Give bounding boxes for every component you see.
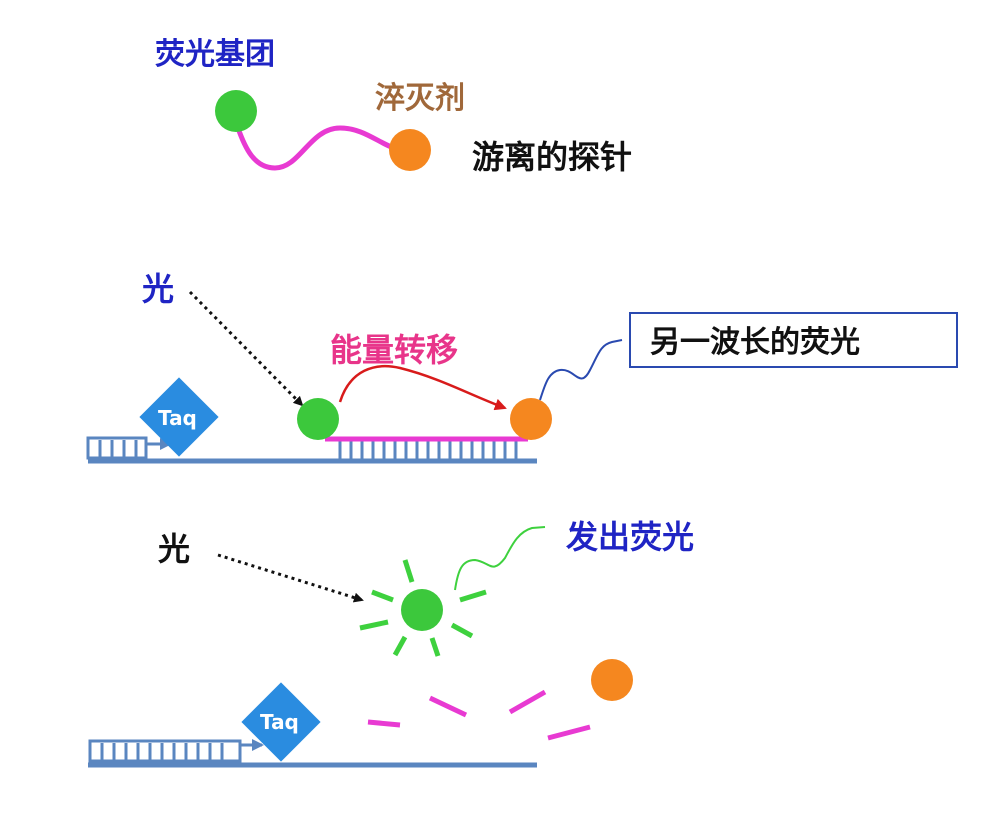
free-quencher-dot xyxy=(389,129,431,171)
taq-polymerase-1: Taq xyxy=(139,377,219,457)
label-quencher: 淬灭剂 xyxy=(375,81,465,116)
bound-fluorophore-dot xyxy=(297,398,339,440)
probe-hybridization-ticks xyxy=(338,441,518,461)
label-energy-transfer: 能量转移 xyxy=(330,331,458,369)
taq-polymerase-2: Taq xyxy=(241,682,321,762)
label-fluorophore: 荧光基团 xyxy=(155,37,275,72)
primer-1 xyxy=(86,436,148,460)
bound-probe-panel: 光 能量转移 另一波长的荧光 Taq xyxy=(86,270,958,464)
label-emit-fluorescence: 发出荧光 xyxy=(566,518,694,556)
other-wavelength-box xyxy=(629,312,958,368)
primer-2 xyxy=(88,739,242,763)
fluorescence-rays xyxy=(359,559,487,657)
label-other-wavelength: 另一波长的荧光 xyxy=(650,325,860,360)
released-quencher-dot xyxy=(591,659,633,701)
light-arrow-1 xyxy=(188,290,304,407)
label-light-2: 光 xyxy=(158,530,190,568)
free-fluorophore-dot xyxy=(215,90,257,132)
emission-wave xyxy=(454,526,546,591)
taq-label-2: Taq xyxy=(260,710,299,734)
bound-quencher-dot xyxy=(510,398,552,440)
label-light-1: 光 xyxy=(142,270,174,308)
primer-ticks-1 xyxy=(98,440,138,458)
free-probe-panel: 荧光基团 淬灭剂 游离的探针 xyxy=(155,37,632,176)
taq-label-1: Taq xyxy=(158,406,197,430)
primer-ticks-2 xyxy=(100,743,224,761)
energy-transfer-arrow xyxy=(338,364,507,411)
label-free-probe: 游离的探针 xyxy=(472,138,632,176)
free-probe-strand xyxy=(233,121,401,171)
other-wavelength-wave xyxy=(539,339,623,401)
light-arrow-2 xyxy=(217,553,364,603)
cleaved-probe-panel: 光 发出荧光 xyxy=(88,518,694,768)
cleaved-probe-fragments xyxy=(367,689,591,741)
released-fluorophore-dot xyxy=(401,589,443,631)
